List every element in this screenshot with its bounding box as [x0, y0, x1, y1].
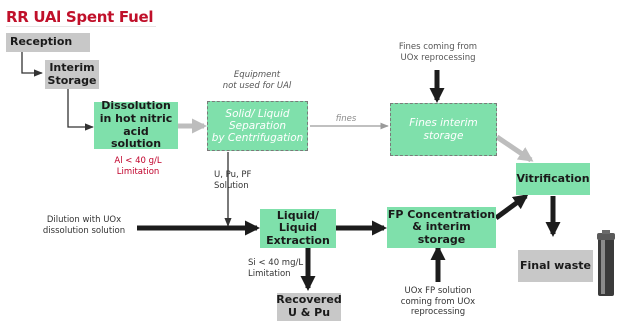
arrow-fp-to-vitrification: [494, 193, 529, 221]
reception-box: Reception: [6, 33, 90, 52]
interim-storage-box: Interim Storage: [45, 60, 99, 89]
fines-arrow-label: fines: [335, 114, 357, 124]
canister-icon: [597, 230, 615, 296]
final-waste-box: Final waste: [518, 250, 593, 282]
arrow-fines-to-vitrification: [495, 134, 534, 163]
fp-concentration-box: FP Concentration & interim storage: [387, 207, 496, 248]
arrow-reception-to-interim: [21, 52, 43, 77]
fines-interim-storage-box: Fines interim storage: [390, 103, 497, 156]
u-pu-pf-label: U, Pu, PF Solution: [214, 170, 252, 191]
uox-fp-label: UOx FP solution coming from UOx reproces…: [400, 286, 476, 318]
vitrification-box: Vitrification: [516, 163, 590, 195]
al-limitation-label: Al < 40 g/L Limitation: [114, 156, 162, 177]
solid-liquid-separation-box: Solid/ Liquid Separation by Centrifugati…: [207, 101, 308, 151]
equipment-note-label: Equipment not used for UAl: [222, 70, 292, 91]
recovered-u-pu-box: Recovered U & Pu: [276, 293, 342, 321]
dilution-label: Dilution with UOx dissolution solution: [42, 215, 126, 236]
liquid-liquid-extraction-box: Liquid/ Liquid Extraction: [260, 209, 336, 248]
diagram-title: RR UAl Spent Fuel: [6, 8, 154, 26]
dissolution-box: Dissolution in hot nitric acid solution: [94, 99, 178, 150]
fines-uox-label: Fines coming from UOx reprocessing: [398, 42, 478, 63]
arrow-interim-to-dissolution: [67, 88, 94, 131]
title-underline: [6, 26, 156, 27]
si-limitation-label: Si < 40 mg/L Limitation: [248, 258, 304, 279]
